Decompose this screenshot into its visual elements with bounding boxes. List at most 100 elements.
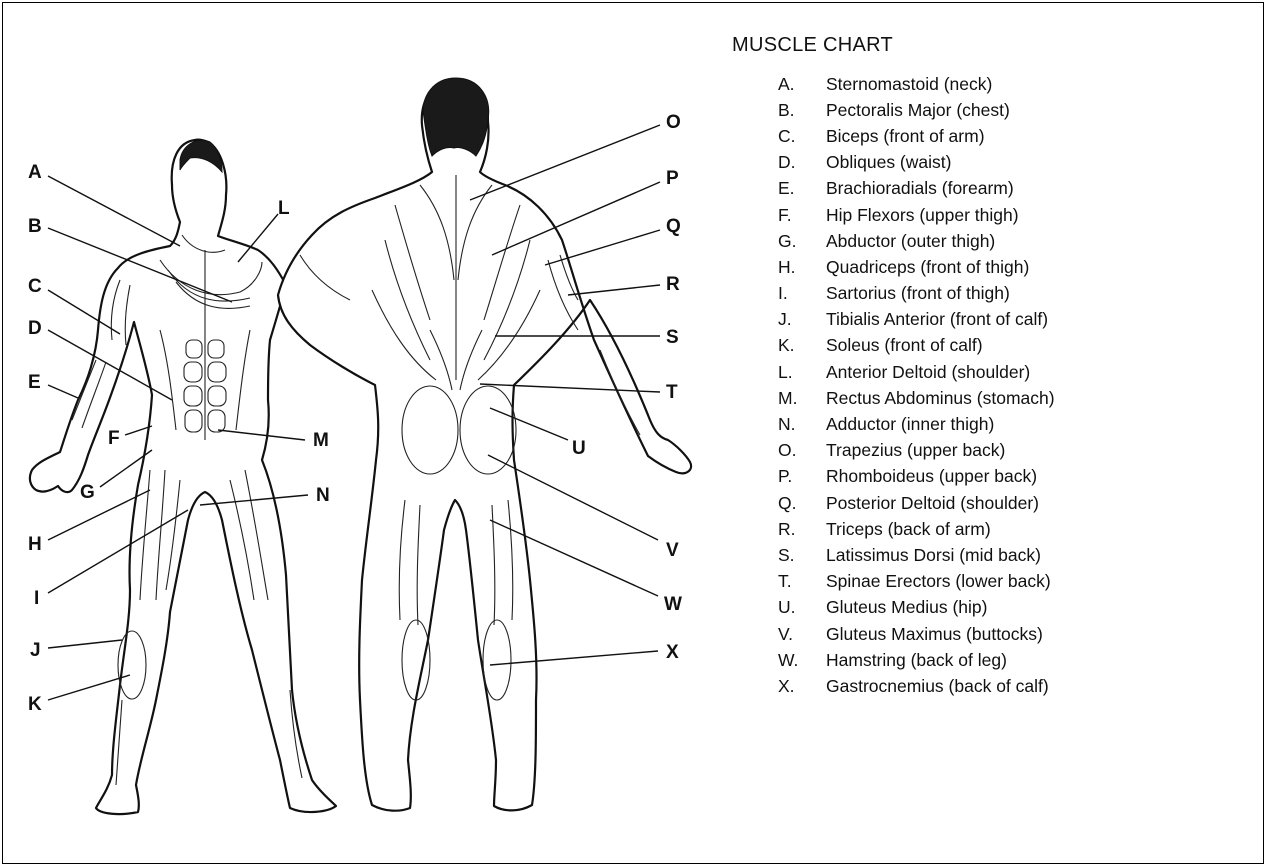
legend-item: W.Hamstring (back of leg) xyxy=(778,647,1055,673)
legend-letter: J. xyxy=(778,309,826,330)
legend-item: O.Trapezius (upper back) xyxy=(778,438,1055,464)
label-d: D xyxy=(28,318,42,339)
legend-muscle-name: Biceps (front of arm) xyxy=(826,126,985,147)
label-b: B xyxy=(28,216,42,237)
legend-letter: L. xyxy=(778,362,826,383)
legend-muscle-name: Posterior Deltoid (shoulder) xyxy=(826,493,1039,514)
legend-muscle-name: Abductor (outer thigh) xyxy=(826,231,995,252)
front-figure xyxy=(30,140,336,814)
legend-letter: T. xyxy=(778,571,826,592)
legend-letter: E. xyxy=(778,178,826,199)
legend-muscle-name: Sartorius (front of thigh) xyxy=(826,283,1010,304)
legend-letter: U. xyxy=(778,597,826,618)
legend-letter: A. xyxy=(778,74,826,95)
label-l: L xyxy=(278,198,290,219)
label-k: K xyxy=(28,694,42,715)
legend-muscle-name: Adductor (inner thigh) xyxy=(826,414,994,435)
legend-letter: C. xyxy=(778,126,826,147)
legend-item: V.Gluteus Maximus (buttocks) xyxy=(778,621,1055,647)
legend-item: I.Sartorius (front of thigh) xyxy=(778,281,1055,307)
front-body-outline xyxy=(30,140,336,814)
legend-letter: W. xyxy=(778,650,826,671)
chart-title: MUSCLE CHART xyxy=(732,34,1055,57)
back-figure xyxy=(278,78,691,811)
label-q: Q xyxy=(666,216,681,237)
legend-letter: P. xyxy=(778,466,826,487)
legend-letter: B. xyxy=(778,100,826,121)
legend-item: A.Sternomastoid (neck) xyxy=(778,71,1055,97)
legend-list: A.Sternomastoid (neck)B.Pectoralis Major… xyxy=(732,71,1055,700)
label-m: M xyxy=(313,430,329,451)
legend-item: D.Obliques (waist) xyxy=(778,150,1055,176)
label-t: T xyxy=(666,382,678,403)
legend-muscle-name: Anterior Deltoid (shoulder) xyxy=(826,362,1030,383)
letter-labels: A B C D E F G H I J K L M N O P Q R S T … xyxy=(28,112,682,715)
legend-muscle-name: Hamstring (back of leg) xyxy=(826,650,1007,671)
legend-item: E.Brachioradials (forearm) xyxy=(778,176,1055,202)
legend-item: J.Tibialis Anterior (front of calf) xyxy=(778,307,1055,333)
label-a: A xyxy=(28,162,42,183)
legend-letter: V. xyxy=(778,624,826,645)
label-p: P xyxy=(666,168,679,189)
legend-letter: M. xyxy=(778,388,826,409)
legend-muscle-name: Trapezius (upper back) xyxy=(826,440,1005,461)
label-r: R xyxy=(666,274,680,295)
legend-item: C.Biceps (front of arm) xyxy=(778,123,1055,149)
legend-item: N.Adductor (inner thigh) xyxy=(778,411,1055,437)
legend-item: H.Quadriceps (front of thigh) xyxy=(778,254,1055,280)
legend-item: L.Anterior Deltoid (shoulder) xyxy=(778,359,1055,385)
legend-muscle-name: Gluteus Maximus (buttocks) xyxy=(826,624,1043,645)
leader-e xyxy=(48,385,78,398)
legend-muscle-name: Gluteus Medius (hip) xyxy=(826,597,987,618)
label-f: F xyxy=(108,428,120,449)
legend-muscle-name: Quadriceps (front of thigh) xyxy=(826,257,1029,278)
legend-item: Q.Posterior Deltoid (shoulder) xyxy=(778,490,1055,516)
legend-muscle-name: Hip Flexors (upper thigh) xyxy=(826,205,1019,226)
label-e: E xyxy=(28,372,41,393)
legend-item: P.Rhomboideus (upper back) xyxy=(778,464,1055,490)
label-x: X xyxy=(666,642,679,663)
label-j: J xyxy=(30,640,41,661)
label-u: U xyxy=(572,438,586,459)
label-c: C xyxy=(28,276,42,297)
legend-muscle-name: Tibialis Anterior (front of calf) xyxy=(826,309,1048,330)
legend: MUSCLE CHART A.Sternomastoid (neck)B.Pec… xyxy=(732,34,1055,700)
label-g: G xyxy=(80,482,95,503)
back-body-outline xyxy=(278,80,691,811)
legend-item: M.Rectus Abdominus (stomach) xyxy=(778,385,1055,411)
legend-muscle-name: Rectus Abdominus (stomach) xyxy=(826,388,1055,409)
legend-muscle-name: Obliques (waist) xyxy=(826,152,951,173)
legend-muscle-name: Soleus (front of calf) xyxy=(826,335,983,356)
legend-muscle-name: Triceps (back of arm) xyxy=(826,519,991,540)
label-n: N xyxy=(316,485,330,506)
label-s: S xyxy=(666,327,679,348)
label-h: H xyxy=(28,534,42,555)
legend-item: T.Spinae Erectors (lower back) xyxy=(778,569,1055,595)
legend-letter: H. xyxy=(778,257,826,278)
legend-letter: S. xyxy=(778,545,826,566)
legend-muscle-name: Latissimus Dorsi (mid back) xyxy=(826,545,1041,566)
label-v: V xyxy=(666,540,679,561)
leader-j xyxy=(48,640,122,648)
legend-item: K.Soleus (front of calf) xyxy=(778,333,1055,359)
legend-letter: O. xyxy=(778,440,826,461)
label-o: O xyxy=(666,112,681,133)
leader-o xyxy=(470,125,660,200)
legend-letter: Q. xyxy=(778,493,826,514)
legend-item: R.Triceps (back of arm) xyxy=(778,516,1055,542)
legend-muscle-name: Sternomastoid (neck) xyxy=(826,74,992,95)
legend-muscle-name: Pectoralis Major (chest) xyxy=(826,100,1010,121)
legend-item: X.Gastrocnemius (back of calf) xyxy=(778,673,1055,699)
legend-item: G.Abductor (outer thigh) xyxy=(778,228,1055,254)
label-w: W xyxy=(664,594,682,615)
legend-letter: K. xyxy=(778,335,826,356)
legend-item: U.Gluteus Medius (hip) xyxy=(778,595,1055,621)
legend-letter: G. xyxy=(778,231,826,252)
legend-item: F.Hip Flexors (upper thigh) xyxy=(778,202,1055,228)
legend-muscle-name: Spinae Erectors (lower back) xyxy=(826,571,1051,592)
legend-letter: I. xyxy=(778,283,826,304)
back-hair xyxy=(423,78,488,156)
legend-muscle-name: Gastrocnemius (back of calf) xyxy=(826,676,1049,697)
legend-letter: X. xyxy=(778,676,826,697)
